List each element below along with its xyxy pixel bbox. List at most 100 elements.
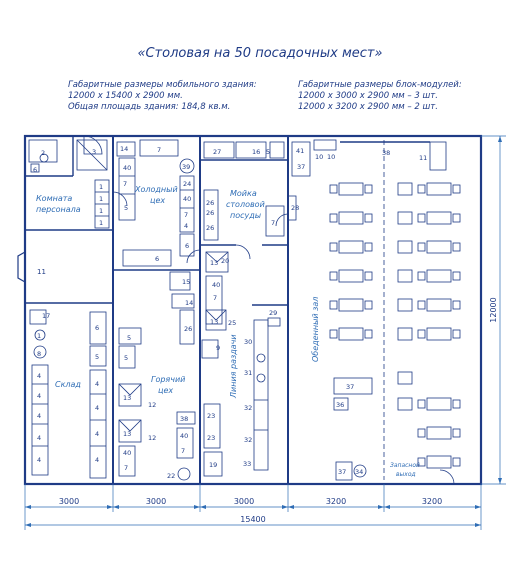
staff-room-label: Комната [36, 194, 72, 203]
svg-text:37: 37 [338, 468, 346, 476]
svg-text:39: 39 [182, 163, 190, 171]
doors [17, 135, 455, 485]
plan-title: «Столовая на 50 посадочных мест» [137, 46, 383, 61]
svg-text:13: 13 [210, 318, 218, 326]
svg-text:32: 32 [244, 436, 252, 444]
svg-text:17: 17 [42, 312, 50, 320]
chair [417, 457, 426, 467]
chair [329, 184, 338, 194]
chair [329, 329, 338, 339]
svg-text:7: 7 [213, 294, 217, 302]
svg-text:4: 4 [95, 404, 99, 412]
inner-partitions [25, 136, 288, 306]
dining-table [397, 269, 413, 283]
chair [417, 213, 426, 223]
svg-text:10: 10 [315, 153, 323, 161]
svg-text:12: 12 [148, 434, 156, 442]
svg-text:5: 5 [266, 148, 270, 156]
dimension-seg4: 3200 [326, 497, 346, 506]
cold-shop-label: Холодный [134, 185, 178, 194]
chair [452, 184, 461, 194]
svg-text:5: 5 [124, 204, 128, 212]
dimension-total-depth: 12000 [489, 297, 498, 322]
svg-text:6: 6 [185, 242, 189, 250]
svg-text:40: 40 [183, 195, 191, 203]
dining-table [426, 182, 452, 196]
chair [452, 428, 461, 438]
svg-text:41: 41 [296, 147, 304, 155]
svg-text:5: 5 [124, 354, 128, 362]
dining-table [397, 397, 413, 411]
svg-text:13: 13 [123, 394, 131, 402]
svg-text:38: 38 [382, 149, 390, 157]
svg-text:20: 20 [221, 257, 229, 265]
svg-text:26: 26 [206, 224, 214, 232]
svg-text:3: 3 [92, 148, 96, 156]
chair [417, 428, 426, 438]
serving-equipment [201, 251, 281, 477]
svg-text:34: 34 [355, 468, 363, 476]
dish-wash-label: посуды [230, 211, 261, 220]
cashier-number: 36 [336, 401, 344, 409]
chair [364, 329, 373, 339]
dining-table [426, 240, 452, 254]
chair [417, 184, 426, 194]
svg-text:10: 10 [327, 153, 335, 161]
chair [329, 271, 338, 281]
svg-text:9: 9 [216, 344, 220, 352]
chair [417, 242, 426, 252]
svg-text:22: 22 [167, 472, 175, 480]
dimension-total-width: 15400 [240, 515, 265, 524]
svg-text:24: 24 [183, 180, 191, 188]
chair [364, 213, 373, 223]
building-dimensions-line: 12000 х 15400 х 2900 мм. [68, 91, 183, 101]
svg-text:38: 38 [180, 415, 188, 423]
svg-text:37: 37 [297, 163, 305, 171]
chair [417, 300, 426, 310]
dining-table [426, 397, 452, 411]
emergency-exit-label: выход [396, 471, 416, 478]
svg-text:27: 27 [213, 148, 221, 156]
svg-text:4: 4 [184, 222, 188, 230]
dining-hall-label: Обеденный зал [311, 297, 320, 362]
dining-table [426, 455, 452, 469]
svg-text:4: 4 [37, 412, 41, 420]
chair [417, 329, 426, 339]
svg-text:7: 7 [123, 180, 127, 188]
storage-label: Склад [55, 380, 81, 389]
chair [417, 399, 426, 409]
dining-table [426, 211, 452, 225]
svg-text:33: 33 [243, 460, 251, 468]
building-dimensions-line: Габаритные размеры мобильного здания: [68, 80, 257, 90]
chair [452, 213, 461, 223]
svg-text:7: 7 [271, 219, 275, 227]
storage-equipment [29, 309, 107, 479]
hot-shop-equipment [118, 271, 196, 481]
svg-text:8: 8 [37, 350, 41, 358]
serving-line-label: Линия раздачи [229, 334, 238, 399]
svg-text:13: 13 [210, 259, 218, 267]
chair [364, 184, 373, 194]
svg-text:15: 15 [182, 278, 190, 286]
dining-table [397, 371, 413, 385]
svg-text:26: 26 [184, 325, 192, 333]
dining-table [397, 327, 413, 341]
cold-shop-label: цех [150, 196, 165, 205]
dimension-seg2: 3000 [146, 497, 166, 506]
svg-text:5: 5 [127, 334, 131, 342]
chair [452, 399, 461, 409]
module-dimensions-line: Габаритные размеры блок-модулей: [298, 80, 462, 90]
chair [452, 457, 461, 467]
chair [417, 271, 426, 281]
svg-text:30: 30 [244, 338, 252, 346]
chair [364, 271, 373, 281]
svg-text:11: 11 [419, 154, 427, 162]
svg-text:23: 23 [207, 412, 215, 420]
module-dimensions: Габаритные размеры блок-модулей: 12000 х… [298, 80, 462, 113]
dining-table [397, 240, 413, 254]
svg-text:14: 14 [120, 145, 128, 153]
dining-numbers: 41 37 10 10 38 11 37 34 [296, 147, 427, 476]
